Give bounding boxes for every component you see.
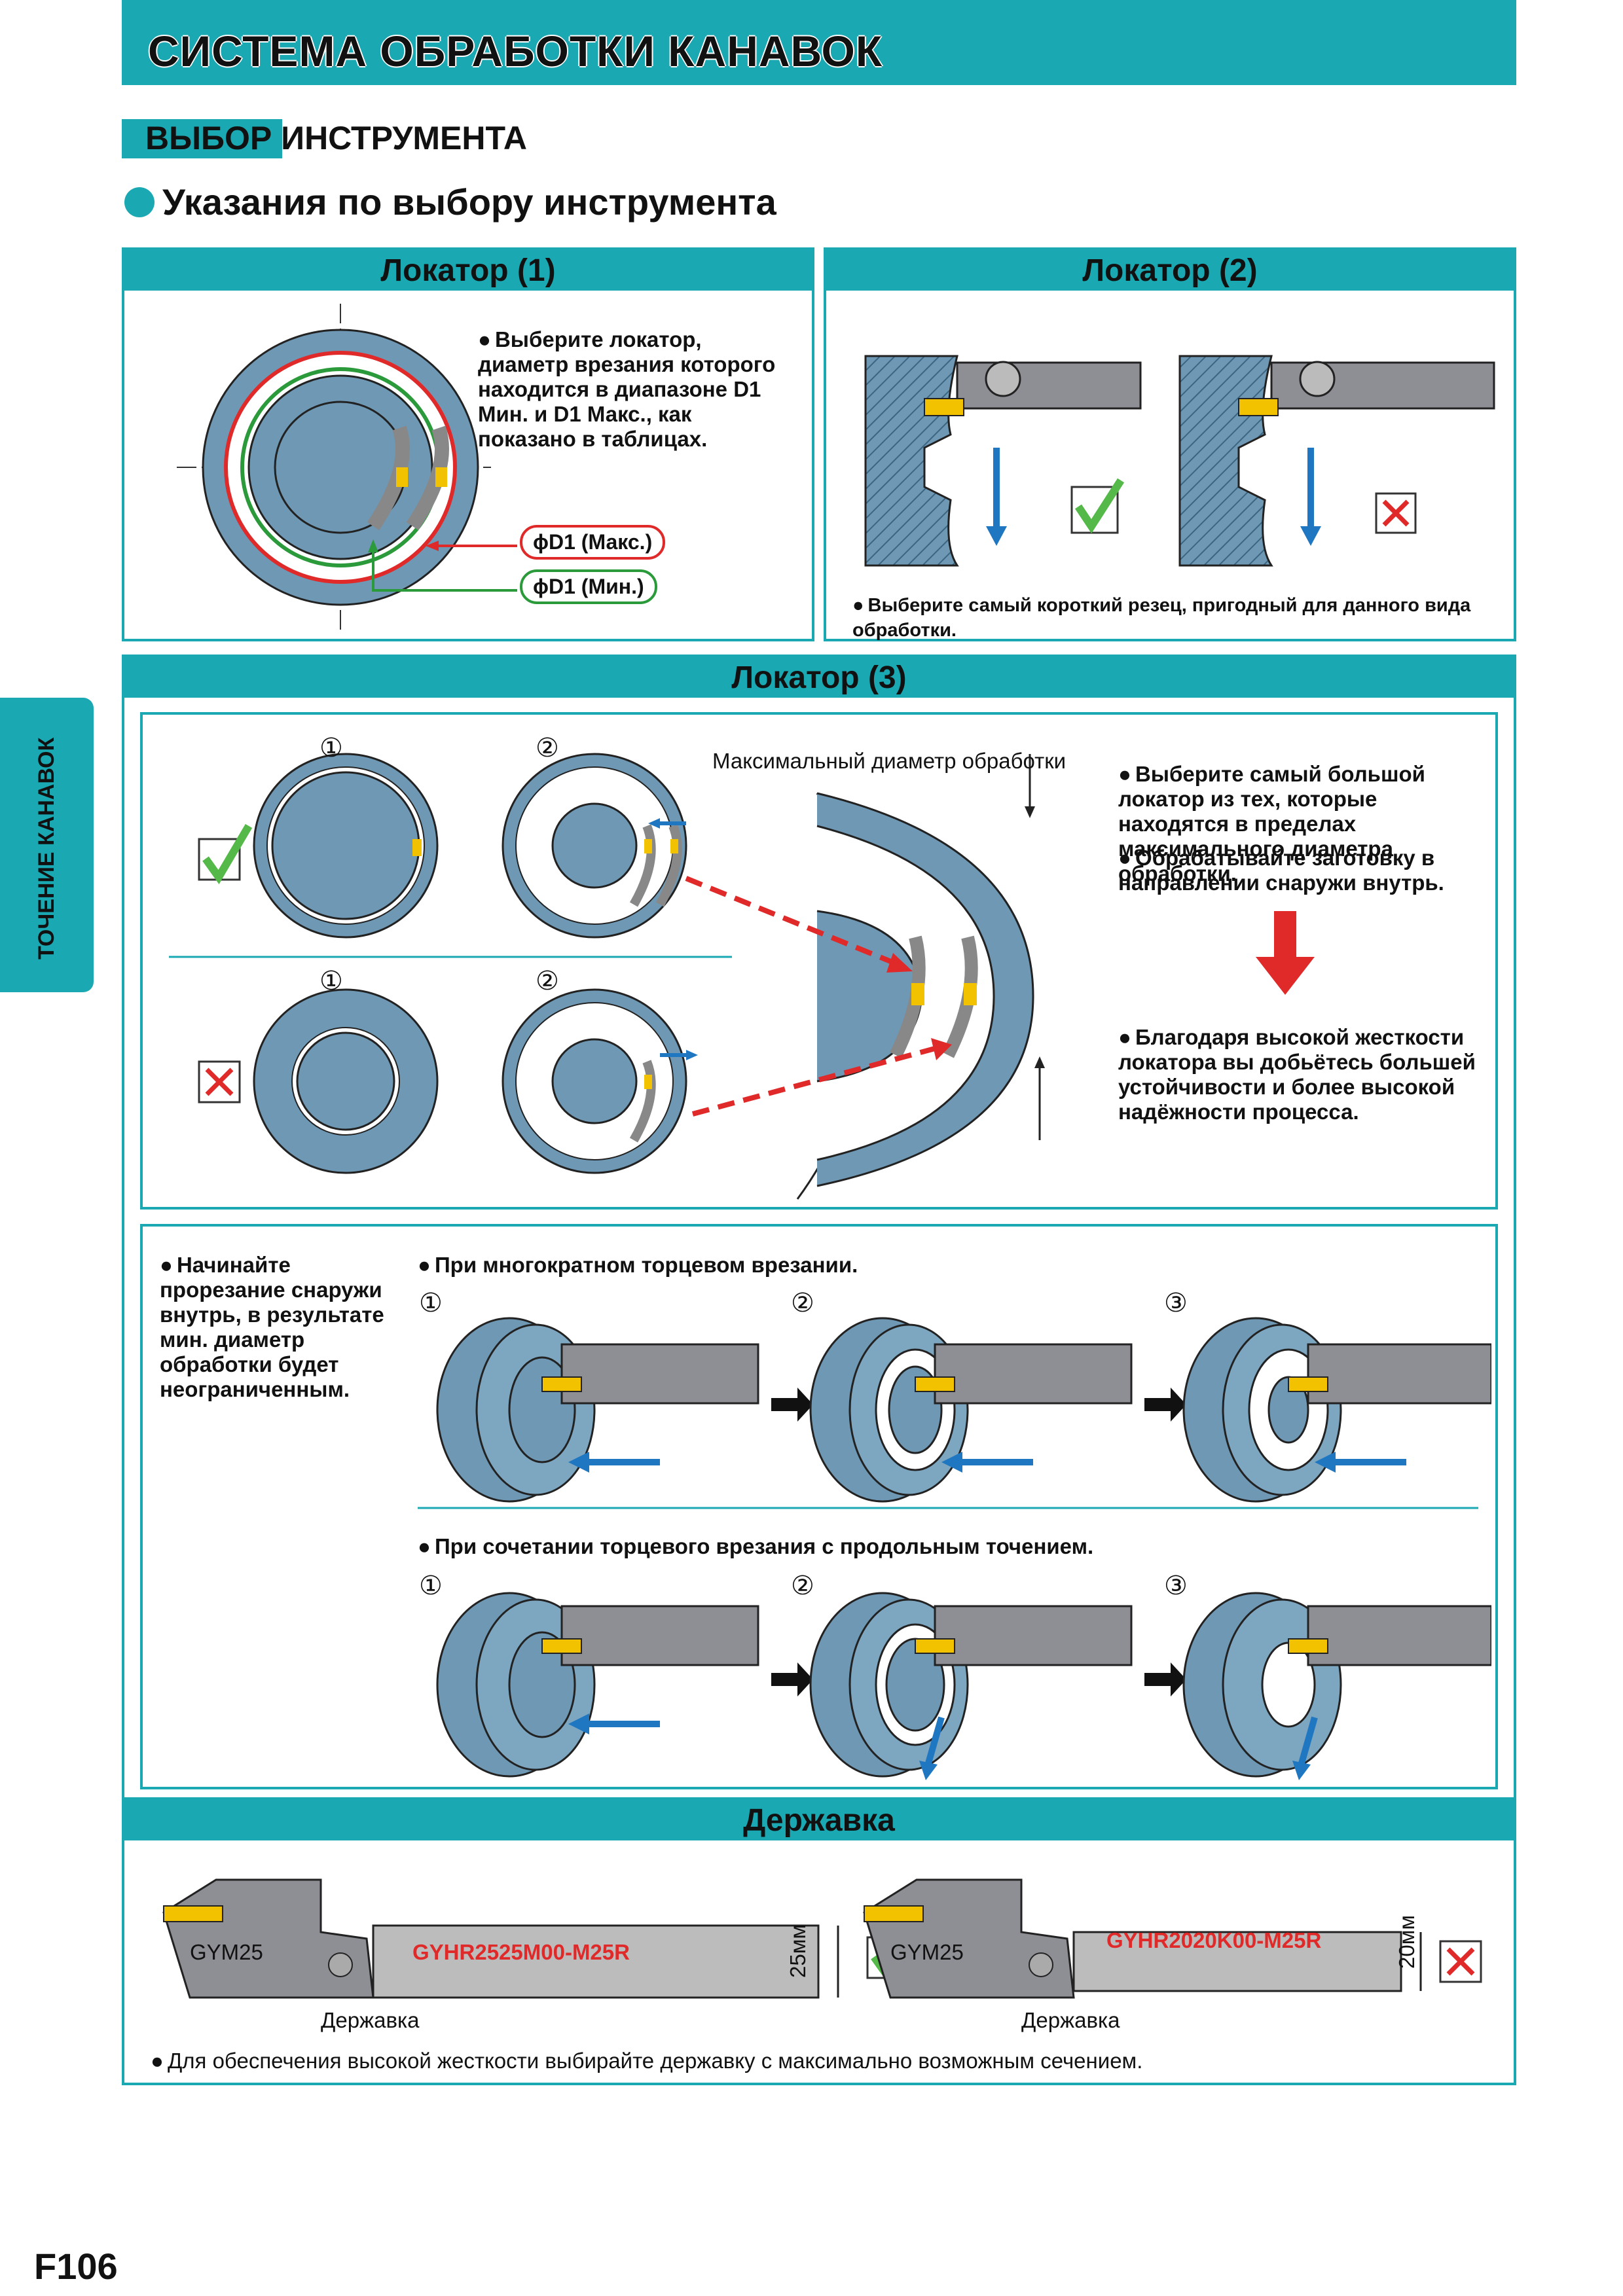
holder-right-label: Державка [1021,2008,1120,2032]
holder-right-size: 20мм [1395,1914,1419,1969]
face-row2-step3: ③ [1164,1571,1188,1600]
holder-diagram [162,1878,1482,1999]
page-number: F106 [34,2246,118,2287]
locator2-diagram [864,355,1495,567]
locator1-title: Локатор (1) [124,250,812,291]
face-row1-step2: ② [791,1289,814,1318]
face-note: Начинайте прорезание снаружи внутрь, в р… [160,1253,409,1402]
face-row2-label: При сочетании торцевого врезания с продо… [418,1534,1093,1559]
d1-min-label: ϕD1 (Мин.) [520,569,657,604]
subtitle-bar [122,119,282,158]
subtitle: ВЫБОР ИНСТРУМЕНТА [145,120,527,156]
d1-max-label: ϕD1 (Макс.) [520,525,666,560]
locator3-step2-top: ② [536,734,559,762]
locator1-diagram [177,304,517,631]
down-arrow-icon [1256,911,1315,995]
locator3-step2-bottom: ② [536,967,559,996]
locator2-title: Локатор (2) [826,250,1514,291]
face-row2-step2: ② [791,1571,814,1600]
face-row2-step1: ① [419,1571,443,1600]
locator3-step1-top: ① [319,734,343,762]
holder-text: Для обеспечения высокой жесткости выбира… [151,2049,1142,2073]
locator3-text3: Благодаря высокой жесткости локатора вы … [1118,1025,1485,1124]
locator3-step1-bottom: ① [319,967,343,996]
face-row1-step1: ① [419,1289,443,1318]
locator2-panel: Локатор (2) Выберите самый короткий резе… [824,247,1516,641]
max-diameter-label: Максимальный диаметр обработки [712,749,1067,773]
holder-title: Державка [124,1800,1514,1840]
locator3-text2: Обрабатывайте заготовку в направлении сн… [1118,846,1485,895]
holder-left-insert: GYM25 [190,1940,263,1964]
side-tab[interactable]: ТОЧЕНИЕ КАНАВОК [0,698,94,992]
locator3-box: ① ② ① ② Максимальный диаметр обработки В… [140,712,1498,1210]
holder-left-code: GYHR2525M00-M25R [412,1940,630,1964]
face-grooving-diagram [418,1317,1491,1780]
holder-panel: Державка GYM25 GYHR2525M00-M25R 25мм Дер… [122,1797,1516,2085]
locator1-text: Выберите локатор, диаметр врезания котор… [478,327,786,452]
locator3-diagram [169,753,1045,1200]
title-bar: СИСТЕМА ОБРАБОТКИ КАНАВОК [122,0,1516,85]
face-row1-step3: ③ [1164,1289,1188,1318]
locator1-panel: Локатор (1) Выберите локатор, диаметр вр… [122,247,814,641]
holder-right-code: GYHR2020K00-M25R [1106,1928,1322,1952]
face-grooving-box: Начинайте прорезание снаружи внутрь, в р… [140,1224,1498,1789]
locator3-panel: Локатор (3) [122,655,1516,1806]
side-tab-label: ТОЧЕНИЕ КАНАВОК [34,737,59,960]
page-title: СИСТЕМА ОБРАБОТКИ КАНАВОК [148,27,883,75]
section-heading: Указания по выбору инструмента [162,181,776,223]
holder-left-size: 25мм [786,1924,810,1978]
holder-right-insert: GYM25 [890,1940,964,1964]
face-row1-label: При многократном торцевом врезании. [418,1253,858,1278]
holder-left-label: Державка [321,2008,420,2032]
locator2-text: Выберите самый короткий резец, пригодный… [852,593,1514,643]
section-dot-icon [124,187,155,217]
locator3-title: Локатор (3) [124,657,1514,698]
